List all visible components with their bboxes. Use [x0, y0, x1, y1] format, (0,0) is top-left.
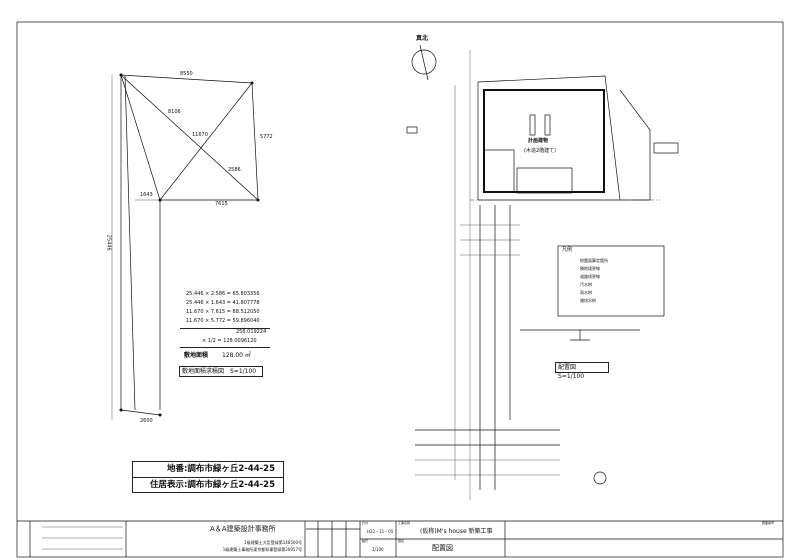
sheet-border [16, 21, 784, 558]
scale-value: 1/100 [372, 547, 384, 552]
legend-title: 凡例 [562, 247, 573, 253]
dim-label: 8550 [180, 71, 193, 77]
calc-half: × 1/2 = 128.0096120 [202, 338, 257, 344]
drawing-label: 図名 [398, 539, 405, 543]
north-arrow-icon [411, 49, 437, 75]
lot-number: 地番:調布市緑ヶ丘2-44-25 [133, 462, 283, 478]
area-calc-title: 敷地面積求積図 S=1/100 [179, 366, 263, 377]
legend-box [557, 245, 665, 317]
legend-item: 汚水桝 [580, 282, 592, 287]
office-name: A＆A建築設計事務所 [210, 525, 276, 533]
registration-1: 1級建築士大臣登録第146500号 [244, 540, 302, 545]
dim-label: 2600 [140, 418, 153, 424]
dim-label: 7615 [215, 201, 228, 207]
area-calc-lines: 25.446 × 2.586 = 65.803356 25.446 × 1.64… [186, 290, 260, 326]
dim-label: 8106 [168, 109, 181, 115]
calc-line: 11.670 × 7.615 = 88.512050 [186, 309, 260, 315]
dim-label: 25446 [105, 234, 112, 251]
project-name: (仮称)M's house 新築工事 [420, 528, 493, 535]
title-block [17, 520, 783, 557]
address-box: 地番:調布市緑ヶ丘2-44-25 住居表示:調布市緑ヶ丘2-44-25 [132, 461, 284, 493]
calc-line: 25.446 × 2.586 = 65.803356 [186, 291, 260, 297]
dim-label: 11670 [192, 132, 208, 138]
legend-item: 隣地境界線 [580, 266, 600, 271]
legend-item: 雨水桝 [580, 290, 592, 295]
residence-address: 住居表示:調布市緑ヶ丘2-44-25 [149, 480, 275, 490]
building-label: 計画建物 [528, 138, 549, 144]
dim-label: 5772 [260, 134, 273, 140]
scale-label: 縮尺 [362, 539, 369, 543]
date-value: H22・11・05 [367, 529, 394, 534]
legend-item: 道路境界線 [580, 274, 600, 279]
building-sub: (木造2階建て) [524, 148, 557, 154]
dim-label: 2586 [228, 167, 241, 173]
legend-item: 地盤面算定箇所 [580, 258, 608, 263]
drawing-name: 配置図 [432, 544, 453, 552]
date-label: 日付 [362, 521, 369, 525]
drawing-number-label: 図面番号 [762, 521, 775, 525]
site-area-label: 敷地面積 [184, 352, 209, 359]
legend-items: 地盤面算定箇所 隣地境界線 道路境界線 汚水桝 雨水桝 雑排水桝 [580, 257, 608, 305]
registration-2: 1級建築士事務所東京都知事登録第20957号 [222, 547, 302, 552]
site-area-value: 128.00 ㎡ [222, 352, 251, 359]
dim-label: 1643 [140, 192, 153, 198]
legend-item: 雑排水桝 [580, 298, 596, 303]
calc-total: 256.019224 [236, 329, 267, 335]
calc-line: 11.670 × 5.772 = 59.896040 [186, 318, 260, 324]
north-label: 真北 [416, 35, 429, 42]
project-label: 工事名称 [398, 521, 411, 525]
site-plan-title: 配置図 S=1/100 [555, 362, 609, 380]
lot-survey-diagram [111, 73, 260, 420]
calc-line: 25.446 × 1.643 = 41.807778 [186, 300, 260, 306]
site-plan-diagram [406, 44, 679, 500]
